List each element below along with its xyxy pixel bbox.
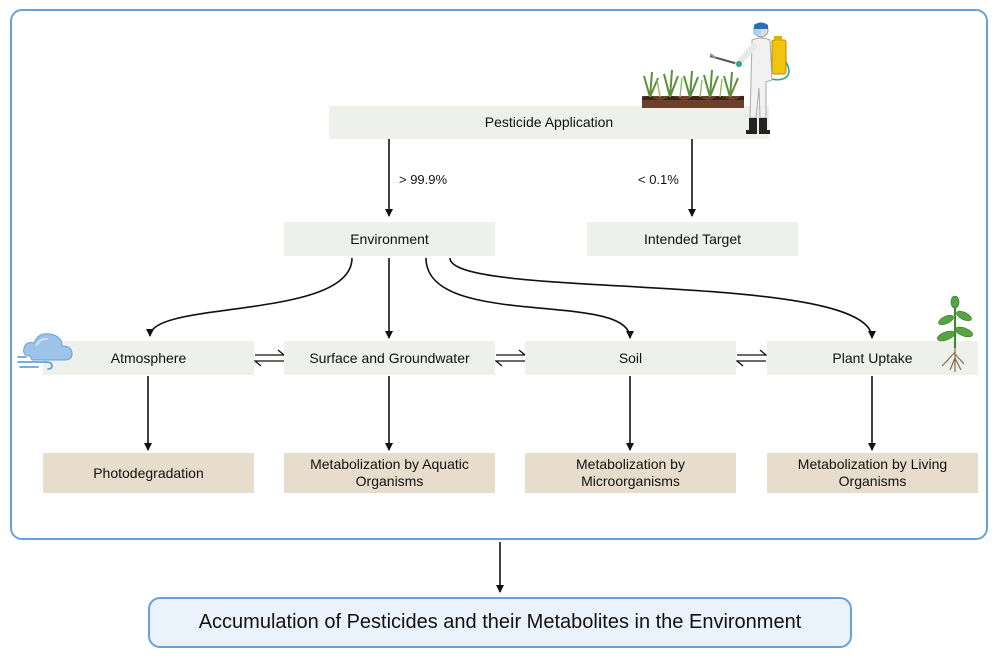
node-atmosphere: Atmosphere (43, 341, 254, 375)
sprayer-person-icon (709, 22, 790, 134)
node-metab-micro: Metabolization by Microorganisms (525, 453, 736, 493)
equilibrium-soil-plant (735, 349, 768, 367)
node-soil: Soil (525, 341, 736, 375)
node-accumulation: Accumulation of Pesticides and their Met… (148, 597, 852, 648)
node-surface-groundwater: Surface and Groundwater (284, 341, 495, 375)
diagram-frame (10, 9, 988, 540)
node-metab-living: Metabolization by Living Organisms (767, 453, 978, 493)
equilibrium-surface-soil (494, 349, 527, 367)
arrow-to-plant (449, 257, 876, 339)
node-metab-aquatic: Metabolization by Aquatic Organisms (284, 453, 495, 493)
arrow-to-soil (425, 257, 634, 339)
crops-soil-icon (642, 69, 744, 108)
node-intended-target: Intended Target (587, 222, 798, 256)
pct-to-environment: > 99.9% (399, 172, 448, 187)
cloud-wind-icon (17, 333, 73, 370)
node-pesticide-application: Pesticide Application (329, 106, 769, 139)
node-environment: Environment (284, 222, 495, 256)
node-plant-uptake: Plant Uptake (767, 341, 978, 375)
arrow-to-atmosphere (146, 257, 353, 337)
node-photodegradation: Photodegradation (43, 453, 254, 493)
equilibrium-atmosphere-surface (253, 349, 286, 367)
pct-to-target: < 0.1% (638, 172, 679, 187)
plant-roots-icon (937, 296, 973, 372)
